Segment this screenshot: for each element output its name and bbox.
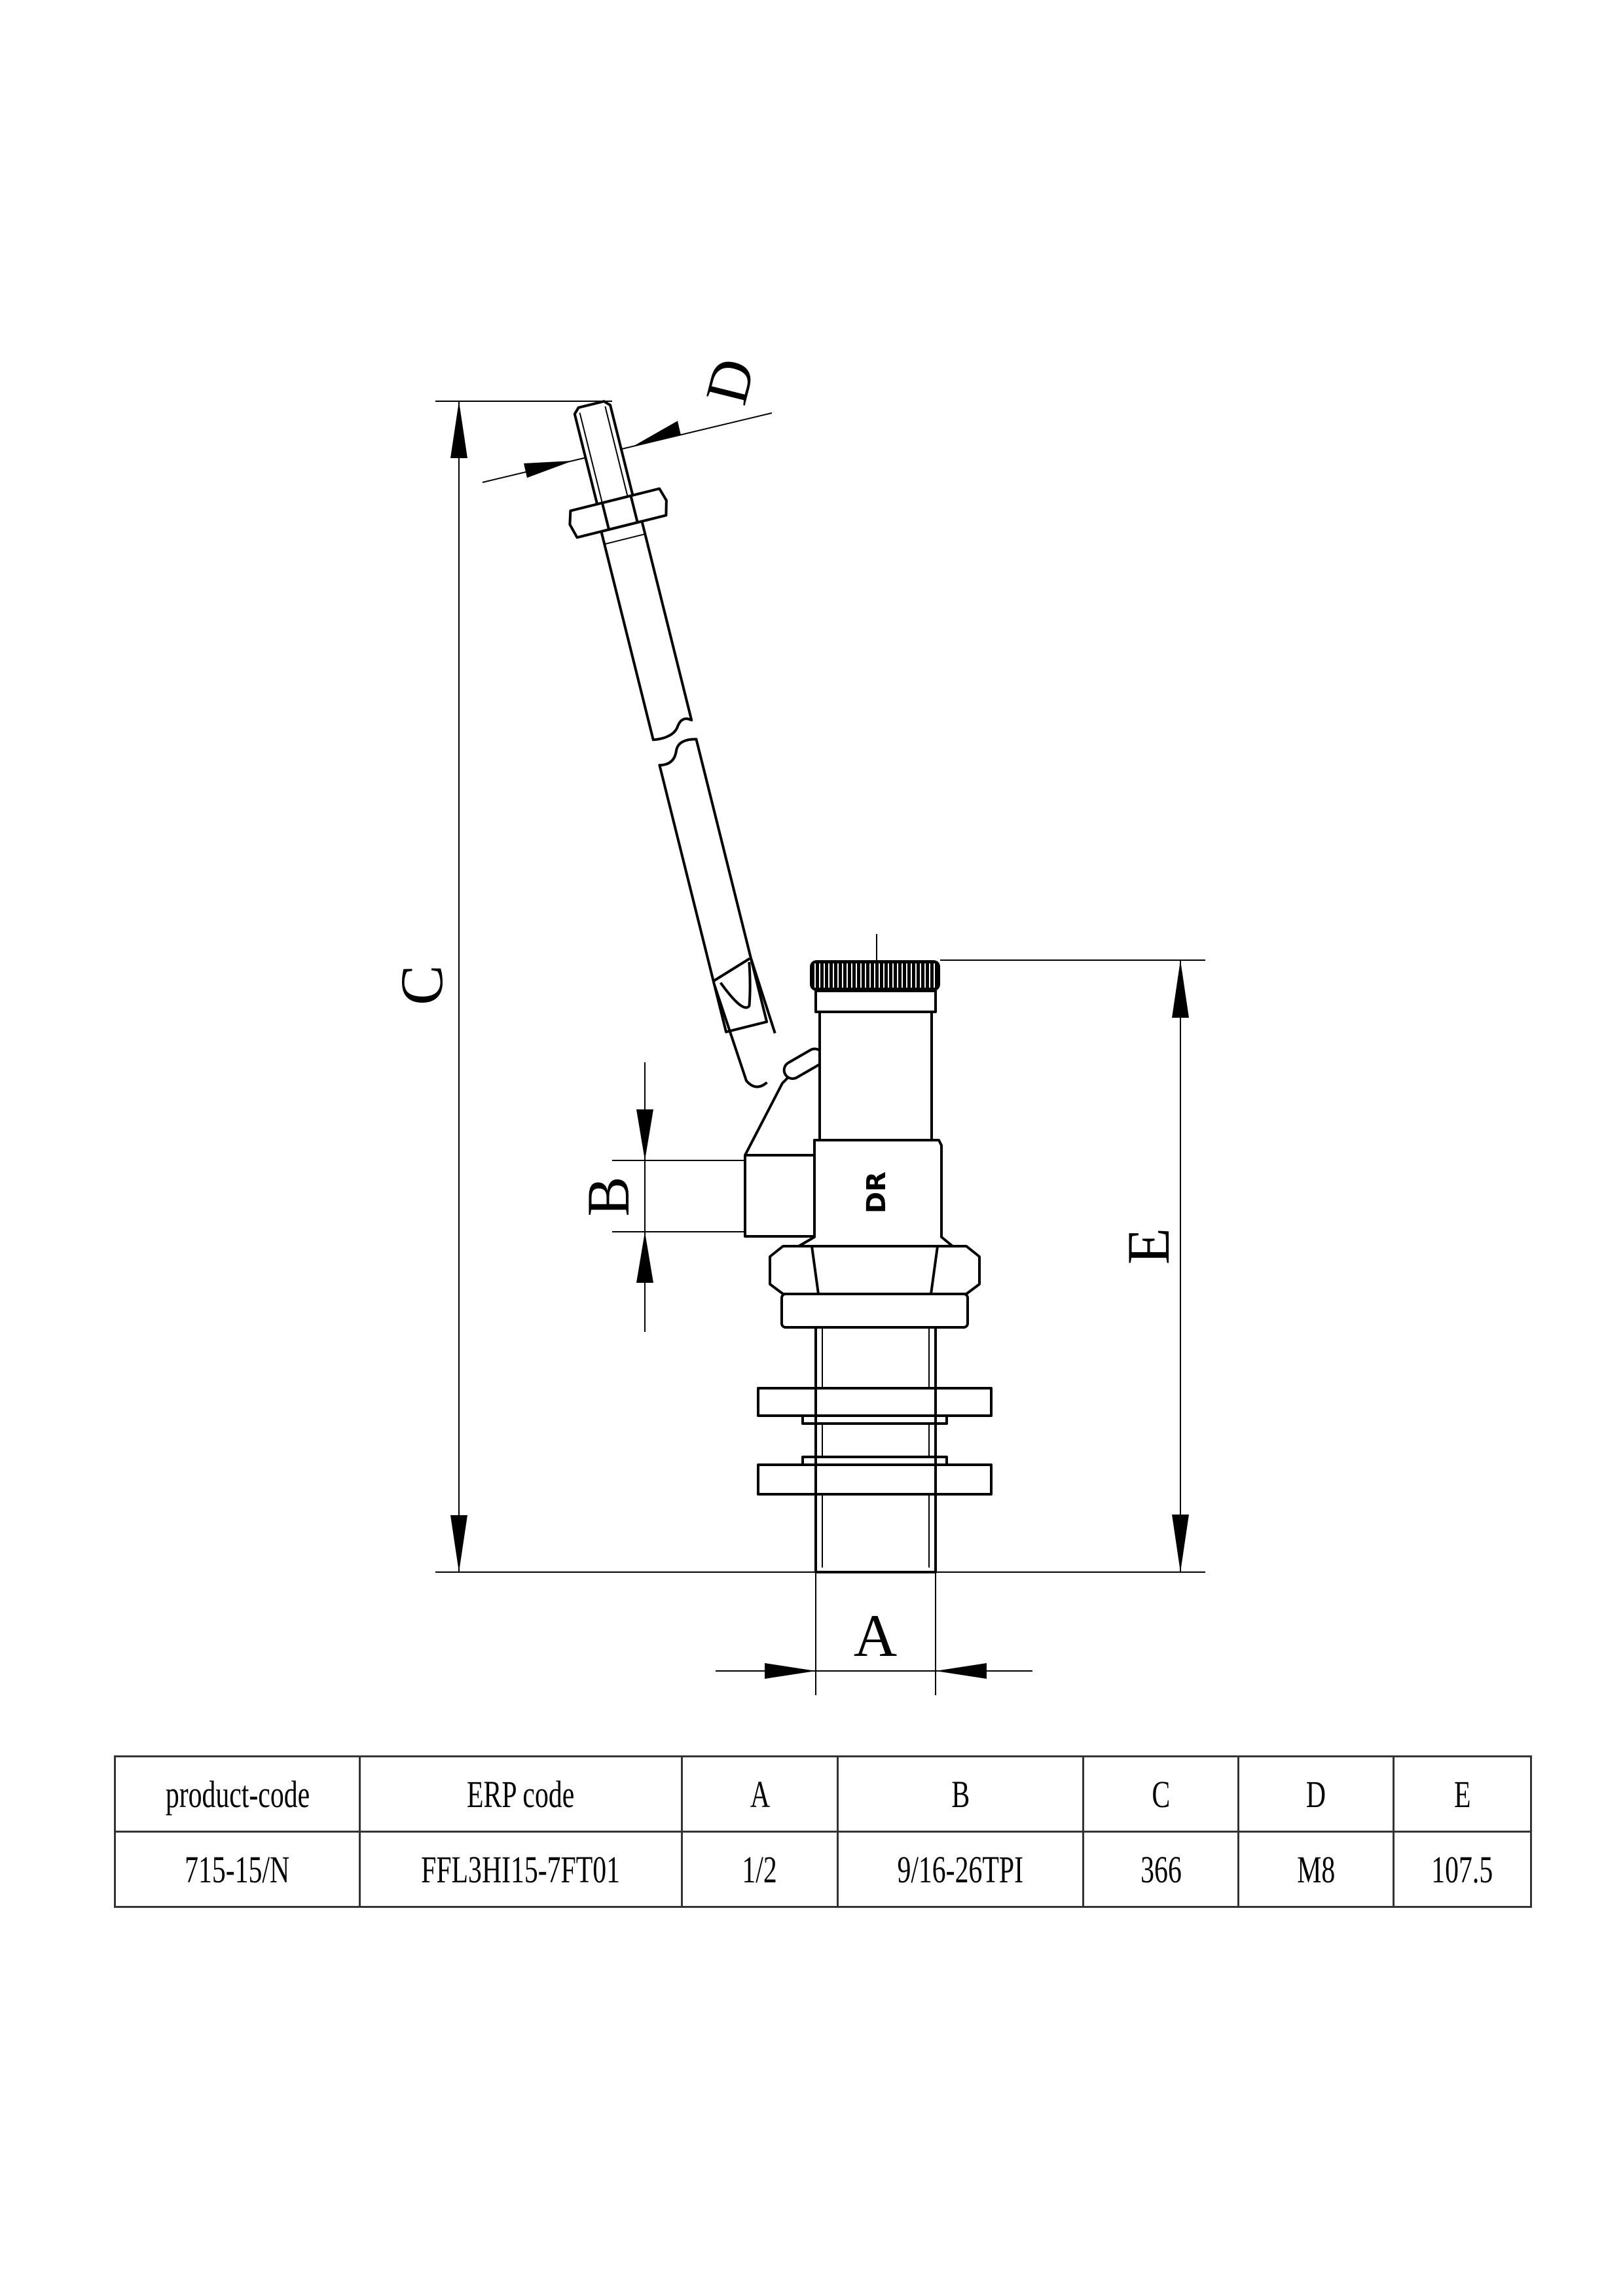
table-header-row: product-code ERP code A B C D E <box>114 1755 1532 1833</box>
table-row: 715-15/N FFL3HI15-7FT01 1/2 9/16-26TPI 3… <box>114 1831 1532 1908</box>
header-text: D <box>1305 1772 1326 1816</box>
cell-c: 366 <box>1082 1831 1239 1908</box>
header-text: ERP code <box>467 1772 575 1816</box>
dimension-d: D <box>482 352 773 483</box>
cell-b: 9/16-26TPI <box>837 1831 1084 1908</box>
header-text: A <box>750 1772 770 1816</box>
header-text: product-code <box>165 1772 310 1816</box>
cell-text: M8 <box>1296 1848 1336 1891</box>
valve-body: DR <box>757 960 993 1573</box>
cell-product-code: 715-15/N <box>114 1831 361 1908</box>
header-e: E <box>1393 1755 1532 1833</box>
dimension-b: B <box>575 1062 745 1332</box>
probe-rod <box>568 400 776 1088</box>
dimension-label-c: C <box>388 965 455 1005</box>
cell-text: 1/2 <box>742 1848 778 1891</box>
cell-a: 1/2 <box>681 1831 839 1908</box>
header-d: D <box>1237 1755 1395 1833</box>
cell-text: 107.5 <box>1431 1848 1493 1891</box>
cell-e: 107.5 <box>1393 1831 1532 1908</box>
header-a: A <box>681 1755 839 1833</box>
header-text: E <box>1453 1772 1471 1816</box>
cell-text: 9/16-26TPI <box>897 1848 1024 1891</box>
header-c: C <box>1082 1755 1239 1833</box>
dimension-label-e: E <box>1115 1228 1182 1265</box>
dimension-label-d: D <box>692 352 767 410</box>
header-b: B <box>837 1755 1084 1833</box>
cell-erp-code: FFL3HI15-7FT01 <box>359 1831 683 1908</box>
cell-text: FFL3HI15-7FT01 <box>421 1848 621 1891</box>
header-product-code: product-code <box>114 1755 361 1833</box>
body-marking: DR <box>862 1172 892 1213</box>
dimension-e: E <box>940 960 1205 1572</box>
dimension-c: C <box>388 401 1205 1573</box>
header-text: C <box>1152 1772 1170 1816</box>
dimension-a: A <box>716 1572 1032 1695</box>
dimension-label-b: B <box>575 1176 642 1216</box>
cell-d: M8 <box>1237 1831 1395 1908</box>
header-erp-code: ERP code <box>359 1755 683 1833</box>
cell-text: 715-15/N <box>185 1848 290 1891</box>
header-text: B <box>951 1772 970 1816</box>
dimension-label-a: A <box>854 1602 897 1669</box>
specification-table: product-code ERP code A B C D E 715-15/N… <box>114 1755 1532 1908</box>
cell-text: 366 <box>1140 1848 1182 1891</box>
